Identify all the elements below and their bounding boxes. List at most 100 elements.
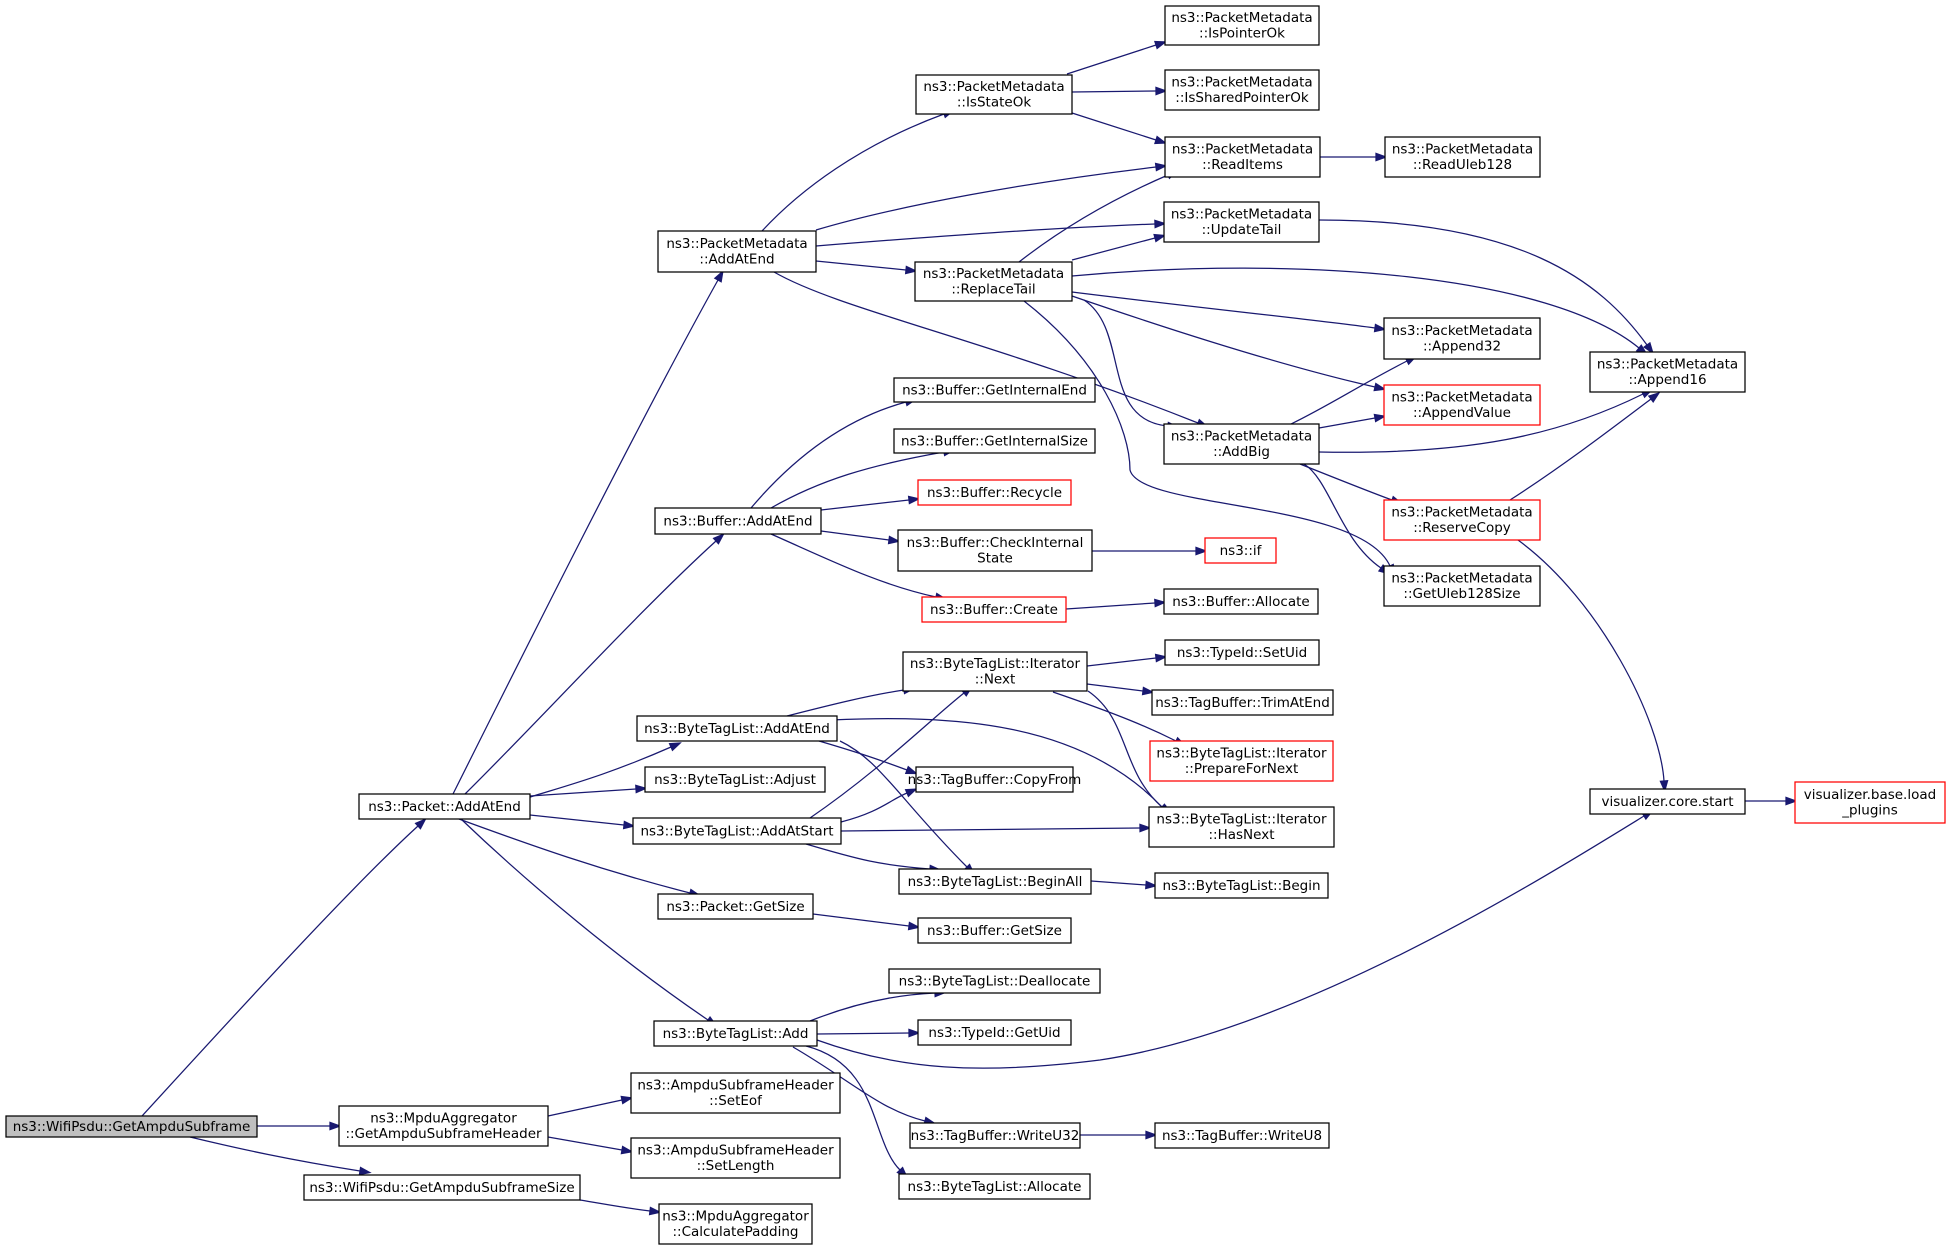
edge-n14-to-n16-arrowhead xyxy=(1154,40,1168,50)
node-ns3-bytetaglist-iterator-preparefornext[interactable]: ns3::ByteTagList::Iterator::PrepareForNe… xyxy=(1149,740,1334,782)
node-ns3-bytetaglist-beginall[interactable]: ns3::ByteTagList::BeginAll xyxy=(898,868,1092,895)
node-ns3-bytetaglist-iterator-next[interactable]: ns3::ByteTagList::Iterator::Next xyxy=(902,651,1088,692)
node-ns3-packetmetadata-addatend[interactable]: ns3::PacketMetadata::AddAtEnd xyxy=(657,230,817,273)
node-visualizer-core-start[interactable]: visualizer.core.start xyxy=(1589,788,1746,815)
node-ns3-packetmetadata-replacetail[interactable]: ns3::PacketMetadata::ReplaceTail xyxy=(914,261,1073,302)
edge-n15-to-n22-line xyxy=(1071,291,1376,329)
node-box xyxy=(1204,537,1277,564)
node-ns3-packet-addatend[interactable]: ns3::Packet::AddAtEnd xyxy=(358,793,531,820)
node-ns3-bytetaglist-deallocate[interactable]: ns3::ByteTagList::Deallocate xyxy=(888,968,1101,994)
node-label: ns3::WifiPsdu::GetAmpduSubframe xyxy=(13,1119,251,1135)
node-label: ns3::Buffer::Create xyxy=(930,602,1058,618)
node-box xyxy=(644,766,826,793)
edge-n6-to-n38-arrowhead xyxy=(904,765,919,775)
node-ns3-buffer-getinternalend[interactable]: ns3::Buffer::GetInternalEnd xyxy=(893,377,1096,403)
node-ns3-buffer-addatend[interactable]: ns3::Buffer::AddAtEnd xyxy=(654,507,822,535)
node-ns3-buffer-create[interactable]: ns3::Buffer::Create xyxy=(921,596,1067,623)
edge-n2-to-n12 xyxy=(547,1136,634,1155)
node-ns3-buffer-getsize[interactable]: ns3::Buffer::GetSize xyxy=(917,917,1072,944)
node-ns3-packetmetadata-readitems[interactable]: ns3::PacketMetadata::ReadItems xyxy=(1164,136,1321,178)
node-ns3-mpduaggregator-getampdusubframeheader[interactable]: ns3::MpduAggregator::GetAmpduSubframeHea… xyxy=(338,1105,549,1147)
node-ns3-packetmetadata-issharedpointerok[interactable]: ns3::PacketMetadata::IsSharedPointerOk xyxy=(1164,69,1320,111)
node-ns3-packetmetadata-append32[interactable]: ns3::PacketMetadata::Append32 xyxy=(1383,317,1541,360)
node-label: ns3::PacketMetadata xyxy=(1171,207,1312,223)
node-label: ::Append16 xyxy=(1628,372,1706,388)
node-ns3-typeid-getuid[interactable]: ns3::TypeId::GetUid xyxy=(917,1019,1072,1046)
edge-n10-to-n43-line xyxy=(809,992,936,1022)
edge-n14-to-n17-arrowhead xyxy=(1155,86,1168,96)
edge-n4-to-n15-arrowhead xyxy=(904,265,918,275)
node-label: ns3::PacketMetadata xyxy=(1391,571,1532,587)
node-ns3-packetmetadata-reservecopy[interactable]: ns3::PacketMetadata::ReserveCopy xyxy=(1383,499,1541,541)
node-ns3-tagbuffer-writeu32[interactable]: ns3::TagBuffer::WriteU32 xyxy=(909,1122,1081,1149)
node-box xyxy=(909,1122,1081,1149)
node-ns3-bytetaglist-add[interactable]: ns3::ByteTagList::Add xyxy=(653,1020,818,1047)
node-label: ::ReadUleb128 xyxy=(1413,157,1512,173)
node-ns3-tagbuffer-writeu8[interactable]: ns3::TagBuffer::WriteU8 xyxy=(1154,1122,1330,1149)
node-ns3-wifipsdu-getampdusubframesize[interactable]: ns3::WifiPsdu::GetAmpduSubframeSize xyxy=(303,1174,581,1201)
node-ns3-bytetaglist-begin[interactable]: ns3::ByteTagList::Begin xyxy=(1154,872,1329,899)
node-ns3-packetmetadata-getuleb128size[interactable]: ns3::PacketMetadata::GetUleb128Size xyxy=(1383,565,1541,607)
edge-n15-to-n22-arrowhead xyxy=(1373,323,1387,333)
node-box xyxy=(630,1072,841,1114)
node-label: ns3::TagBuffer::TrimAtEnd xyxy=(1155,695,1330,711)
edge-n8-to-n38-line xyxy=(840,792,908,823)
node-label: ns3::Buffer::GetInternalSize xyxy=(901,433,1088,449)
node-ns3-ampdusubframeheader-setlength[interactable]: ns3::AmpduSubframeHeader::SetLength xyxy=(630,1137,841,1179)
node-label: _plugins xyxy=(1841,803,1898,819)
node-ns3-packetmetadata-ispointerok[interactable]: ns3::PacketMetadata::IsPointerOk xyxy=(1164,5,1320,46)
node-label: ::GetUleb128Size xyxy=(1403,586,1520,602)
edge-n2-to-n11-arrowhead xyxy=(620,1095,634,1105)
node-ns3-bytetaglist-adjust[interactable]: ns3::ByteTagList::Adjust xyxy=(644,766,826,793)
edge-n5-to-n30-arrowhead xyxy=(887,535,901,545)
node-ns3-bytetaglist-addatstart[interactable]: ns3::ByteTagList::AddAtStart xyxy=(632,817,842,845)
node-label: ::ReserveCopy xyxy=(1413,520,1511,536)
node-box xyxy=(898,1173,1091,1200)
edge-n10-to-n44 xyxy=(816,1028,921,1038)
edge-n0-to-n1-line xyxy=(141,825,419,1117)
node-ns3-wifipsdu-getampdusubframe[interactable]: ns3::WifiPsdu::GetAmpduSubframe xyxy=(5,1115,258,1138)
node-box xyxy=(902,651,1088,692)
node-ns3-buffer-getinternalsize[interactable]: ns3::Buffer::GetInternalSize xyxy=(893,428,1096,454)
node-ns3-packetmetadata-isstateok[interactable]: ns3::PacketMetadata::IsStateOk xyxy=(915,74,1073,115)
node-box xyxy=(914,261,1073,302)
node-visualizer-base-load-plugins[interactable]: visualizer.base.load_plugins xyxy=(1794,781,1946,824)
node-label: ns3::ByteTagList::Adjust xyxy=(654,772,816,788)
node-ns3-packetmetadata-updatetail[interactable]: ns3::PacketMetadata::UpdateTail xyxy=(1163,201,1320,243)
edge-n15-to-n21-line xyxy=(1071,267,1640,349)
edge-n14-to-n18 xyxy=(1071,112,1168,145)
edge-n6-to-n40-line xyxy=(839,740,968,868)
node-ns3-tagbuffer-trimatend[interactable]: ns3::TagBuffer::TrimAtEnd xyxy=(1151,689,1334,716)
node-ns3-bytetaglist-addatend[interactable]: ns3::ByteTagList::AddAtEnd xyxy=(636,715,838,742)
edge-n8-to-n39 xyxy=(840,823,1152,833)
node-label: ns3::PacketMetadata xyxy=(1391,323,1532,339)
node-label: ns3::ByteTagList::AddAtStart xyxy=(640,823,833,839)
node-label: ns3::ByteTagList::Deallocate xyxy=(899,973,1091,989)
node-ns3-ampdusubframeheader-seteof[interactable]: ns3::AmpduSubframeHeader::SetEof xyxy=(630,1072,841,1114)
node-ns3-bytetaglist-allocate[interactable]: ns3::ByteTagList::Allocate xyxy=(898,1173,1091,1200)
node-label: ns3::PacketMetadata xyxy=(1171,429,1312,445)
node-ns3-typeid-setuid[interactable]: ns3::TypeId::SetUid xyxy=(1164,639,1320,666)
node-ns3-packetmetadata-addbig[interactable]: ns3::PacketMetadata::AddBig xyxy=(1163,423,1320,465)
node-ns3-bytetaglist-iterator-hasnext[interactable]: ns3::ByteTagList::Iterator::HasNext xyxy=(1148,806,1335,848)
node-ns3-packetmetadata-append16[interactable]: ns3::PacketMetadata::Append16 xyxy=(1589,351,1746,393)
edge-n10-to-n44-arrowhead xyxy=(908,1028,921,1038)
edge-n14-to-n18-line xyxy=(1071,112,1157,141)
node-ns3-if[interactable]: ns3::if xyxy=(1204,537,1277,564)
node-label: ns3::if xyxy=(1220,543,1263,559)
node-box xyxy=(1148,806,1335,848)
edge-n24-to-n25-line xyxy=(1299,463,1393,501)
node-label: ns3::Packet::AddAtEnd xyxy=(368,799,521,815)
edge-n18-to-n20-arrowhead xyxy=(1375,152,1388,162)
node-label: ns3::Buffer::CheckInternal xyxy=(907,535,1084,551)
node-ns3-packetmetadata-readuleb128[interactable]: ns3::PacketMetadata::ReadUleb128 xyxy=(1384,136,1541,178)
node-ns3-packetmetadata-appendvalue[interactable]: ns3::PacketMetadata::AppendValue xyxy=(1383,384,1541,426)
edge-n6-to-n38 xyxy=(818,740,919,775)
node-ns3-tagbuffer-copyfrom[interactable]: ns3::TagBuffer::CopyFrom xyxy=(908,766,1082,793)
node-ns3-buffer-recycle[interactable]: ns3::Buffer::Recycle xyxy=(917,479,1072,506)
node-box xyxy=(917,917,1072,944)
node-ns3-mpduaggregator-calculatepadding[interactable]: ns3::MpduAggregator::CalculatePadding xyxy=(658,1203,813,1245)
node-ns3-buffer-allocate[interactable]: ns3::Buffer::Allocate xyxy=(1163,588,1319,615)
node-ns3-packet-getsize[interactable]: ns3::Packet::GetSize xyxy=(657,893,814,920)
